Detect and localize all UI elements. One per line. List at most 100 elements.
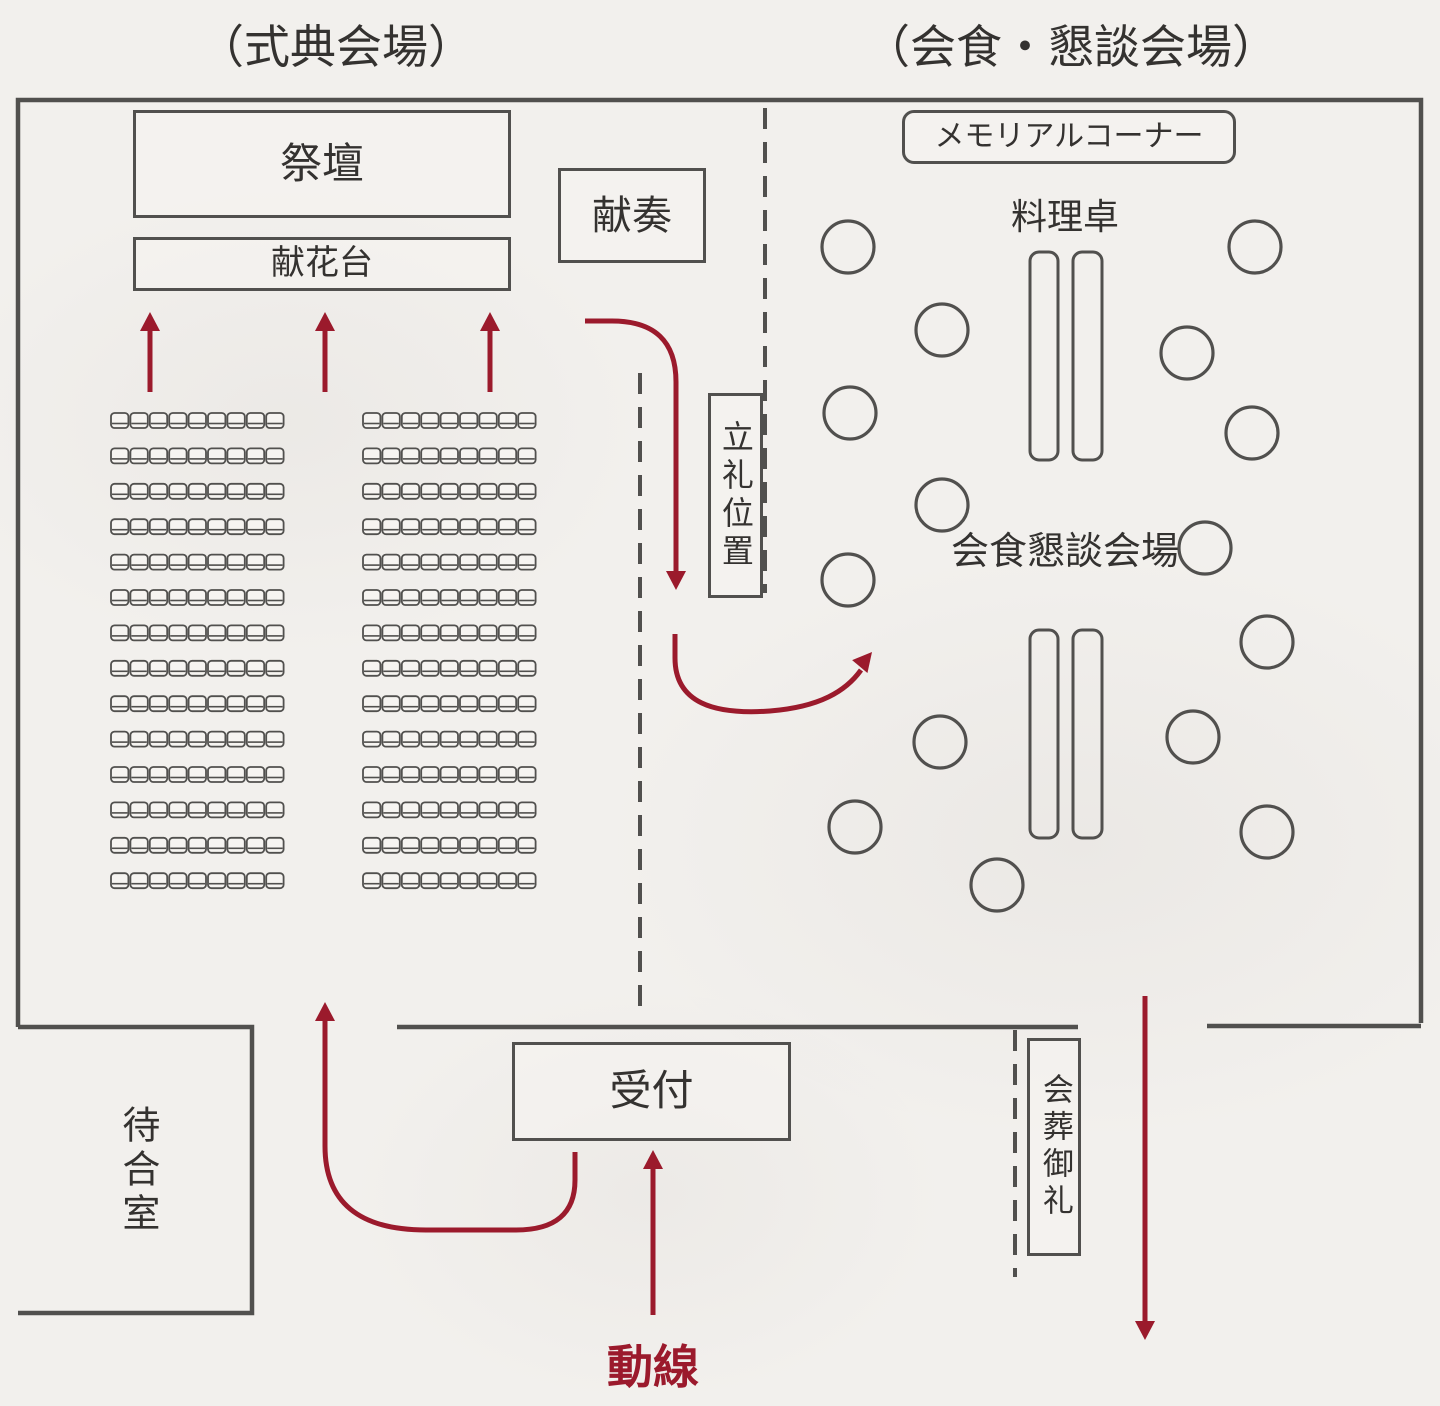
seat [439, 695, 459, 713]
seat [381, 624, 401, 642]
seat [362, 730, 382, 748]
seat [207, 801, 227, 819]
flow-arrowhead [140, 312, 160, 331]
seat [187, 659, 207, 677]
seat [110, 659, 130, 677]
seat [245, 482, 266, 500]
seat [168, 801, 188, 819]
seat [129, 730, 149, 748]
seat [110, 766, 130, 783]
seat [420, 412, 440, 429]
seat [420, 624, 440, 642]
seat [226, 836, 246, 854]
seat [420, 766, 440, 783]
seat [129, 801, 149, 819]
seat [245, 553, 266, 571]
round-table [914, 302, 970, 358]
seat [245, 589, 266, 606]
seat [478, 624, 498, 642]
seat [187, 482, 207, 500]
seat [381, 553, 401, 571]
flow-arrowhead [480, 312, 500, 331]
seat [187, 695, 207, 713]
seat [517, 518, 537, 536]
seat [478, 836, 498, 854]
seat [439, 836, 459, 854]
seat [110, 447, 130, 465]
seat [420, 801, 440, 819]
seat [129, 412, 149, 429]
dining-area-label: 会食懇談会場 [950, 529, 1179, 574]
seat [362, 872, 382, 890]
waiting-room-label: 待合室 [115, 1105, 160, 1237]
seat [400, 730, 421, 748]
seat [497, 695, 518, 713]
flow-arrowhead [1135, 1321, 1155, 1340]
seat [110, 412, 130, 429]
seat [110, 695, 130, 713]
seat [459, 872, 479, 890]
seat [459, 447, 479, 465]
dining-hall-title: （会食・懇談会場） [864, 19, 1278, 74]
seat [478, 659, 498, 677]
altar-box: 祭壇 [133, 110, 511, 218]
seat [207, 482, 227, 500]
seat [148, 836, 169, 854]
seat [148, 589, 169, 606]
seat [226, 659, 246, 677]
seat [478, 447, 498, 465]
flow-line [585, 318, 679, 574]
seat [265, 482, 285, 500]
seat [187, 836, 207, 854]
seat [439, 801, 459, 819]
seat [207, 836, 227, 854]
wall [18, 1024, 255, 1316]
round-table [969, 857, 1025, 913]
seat [187, 518, 207, 536]
seat [497, 518, 518, 536]
seat [187, 766, 207, 783]
seat [265, 801, 285, 819]
seat [439, 518, 459, 536]
seat [478, 553, 498, 571]
seat [517, 730, 537, 748]
seat [478, 412, 498, 429]
seat [497, 801, 518, 819]
seat [478, 695, 498, 713]
seat [517, 872, 537, 890]
seat [400, 872, 421, 890]
seat [362, 482, 382, 500]
round-table [827, 799, 883, 855]
seat [245, 412, 266, 429]
seat [478, 730, 498, 748]
seat [478, 766, 498, 783]
seat [168, 872, 188, 890]
seat [459, 553, 479, 571]
seat [517, 659, 537, 677]
seat [265, 766, 285, 783]
seat [226, 482, 246, 500]
seat [517, 447, 537, 465]
seat [129, 624, 149, 642]
seat [187, 589, 207, 606]
seat [168, 695, 188, 713]
seat [168, 553, 188, 571]
seat [400, 447, 421, 465]
seat [207, 766, 227, 783]
flow-arrowhead [643, 1150, 663, 1169]
seat [207, 518, 227, 536]
seat [226, 518, 246, 536]
seat [381, 447, 401, 465]
seat [400, 695, 421, 713]
seat [420, 553, 440, 571]
seat [226, 447, 246, 465]
round-table [820, 552, 876, 608]
seat [110, 553, 130, 571]
seat [226, 695, 246, 713]
seat [129, 589, 149, 606]
seat [187, 801, 207, 819]
funeral-thanks-box: 会葬御礼 [1027, 1038, 1081, 1256]
seat [129, 518, 149, 536]
seat [265, 589, 285, 606]
